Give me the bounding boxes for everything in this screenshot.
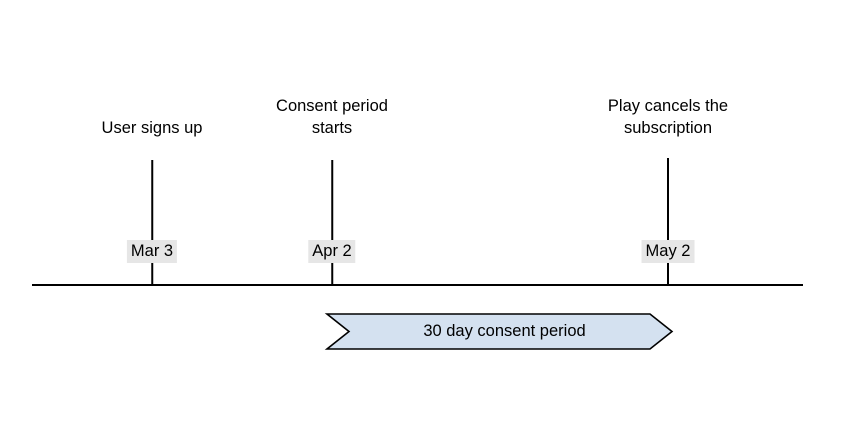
milestone-label-line: subscription (623, 119, 713, 137)
banner-chevron-shape (324, 313, 674, 350)
milestone-label-consent-period-starts: Consent period starts (276, 95, 388, 139)
milestone-date-play-cancels-subscription: May 2 (641, 240, 695, 263)
milestone-label-line: Consent period (276, 97, 388, 115)
consent-period-banner: 30 day consent period (324, 313, 674, 350)
milestone-label-line: starts (311, 119, 353, 137)
milestone-label-play-cancels-subscription: Play cancels the subscription (608, 95, 728, 139)
milestone-tick-user-signs-up (151, 160, 153, 286)
milestone-label-line: User signs up (101, 119, 203, 137)
banner-label: 30 day consent period (423, 322, 586, 340)
milestone-date-user-signs-up: Mar 3 (126, 240, 178, 263)
milestone-date-consent-period-starts: Apr 2 (308, 240, 356, 263)
milestone-tick-consent-period-starts (331, 160, 333, 286)
banner-chevron-polygon (324, 313, 674, 350)
timeline-axis (32, 284, 803, 286)
milestone-tick-play-cancels-subscription (667, 158, 669, 286)
milestone-label-line: Play cancels the (607, 97, 729, 115)
milestone-label-user-signs-up: User signs up (102, 117, 203, 139)
